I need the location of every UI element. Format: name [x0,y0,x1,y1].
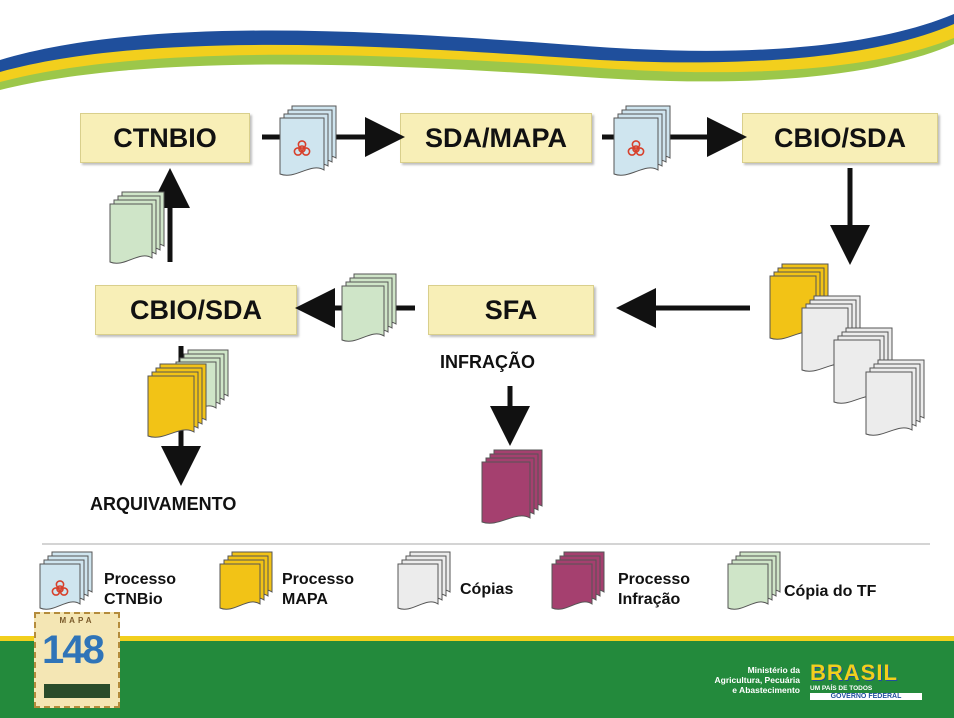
node-cbio-sda-bottom: CBIO/SDA [95,285,297,335]
legend-mapa-line1: Processo [282,571,355,588]
legend-ctnbio-icon [39,551,93,610]
legend-copias-icon [397,551,451,610]
brasil-tagline: UM PAÍS DE TODOS [810,685,873,692]
tf-copy-doc-mid-icon [341,273,397,342]
node-sfa: SFA [428,285,594,335]
node-cbio-sda-top: CBIO/SDA [742,113,938,163]
ctnbio-doc-2-icon [613,105,671,176]
node-sda-mapa: SDA/MAPA [400,113,592,163]
ministry-text: Ministério da Agricultura, Pecuária e Ab… [660,665,800,695]
legend-mapa-text: Processo MAPA [282,570,354,610]
brasil-word: BRASIL [810,660,898,685]
legend-ctnbio-text: Processo CTNBio [104,570,176,610]
governo-federal: GOVERNO FEDERAL [810,693,922,700]
legend-mapa-line2: MAPA [282,591,328,608]
node-ctnbio: CTNBIO [80,113,250,163]
logo-bottom-bar [44,684,110,698]
logo-top-text: MAPA [59,616,95,625]
ctnbio-doc-1-icon [279,105,337,176]
footer-band [0,640,954,718]
legend-mapa-icon [219,551,273,610]
mapa-doc-archive-icon [147,363,207,438]
legend-tf-text: Cópia do TF [784,582,876,602]
legend-infracao-line2: Infração [618,591,681,608]
mapa-148-logo: MAPA 148 [34,612,120,708]
legend-infracao-text: Processo Infração [618,570,690,610]
legend-infracao-line1: Processo [618,571,691,588]
label-infracao: INFRAÇÃO [440,352,535,372]
tf-copy-doc-up-icon [109,191,165,264]
legend-infracao-icon [551,551,605,610]
logo-number: 148 [42,628,105,672]
label-arquivamento: ARQUIVAMENTO [90,494,237,514]
legend-tf-icon [727,551,781,610]
infraction-doc-icon [481,449,543,524]
legend-copias-text: Cópias [460,580,513,600]
ministry-line3: e Abastecimento [732,685,800,695]
legend-ctnbio-line1: Processo [104,571,177,588]
legend-ctnbio-line2: CTNBio [104,591,163,608]
header-wave [0,14,954,90]
legend-tf-line1: Cópia do TF [784,583,877,600]
ministry-line1: Ministério da [747,665,800,675]
brasil-logo: BRASIL UM PAÍS DE TODOS GOVERNO FEDERAL [810,660,922,702]
copy-doc-3-icon [865,359,925,436]
footer-stripe [0,636,954,641]
legend-copias-line1: Cópias [460,581,514,598]
ministry-line2: Agricultura, Pecuária [714,675,800,685]
